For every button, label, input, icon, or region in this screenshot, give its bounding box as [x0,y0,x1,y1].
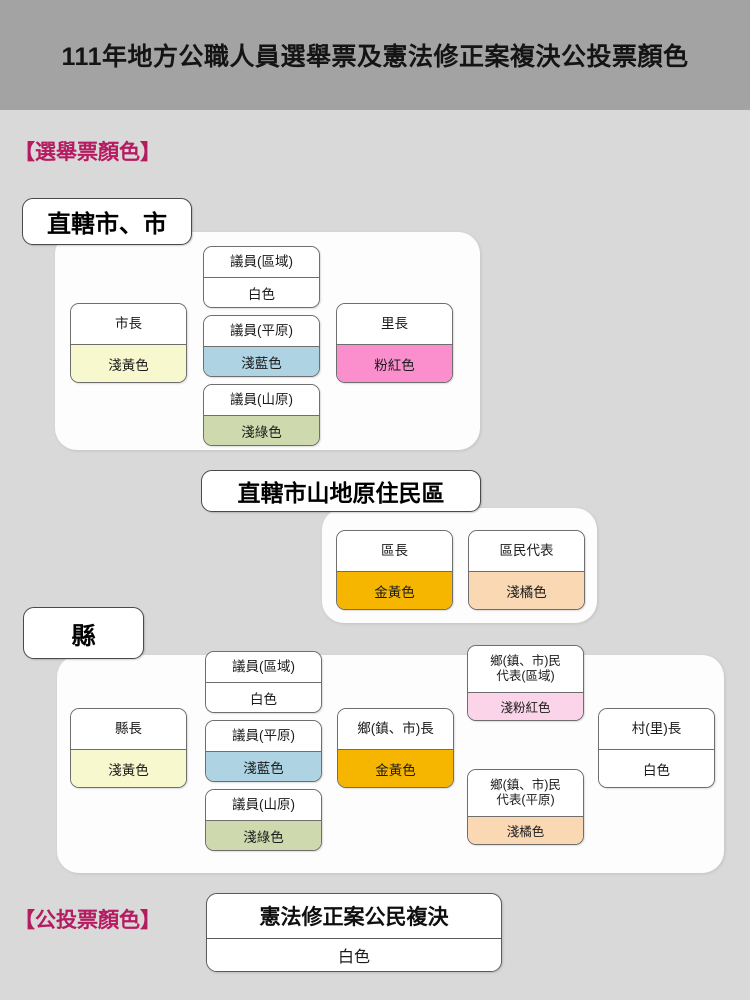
section-heading-ballot: 【選舉票顏色】 [14,141,161,164]
card-county-councilor-plains[interactable]: 議員(平原) 淺藍色 [205,720,322,782]
referendum-title: 憲法修正案公民複決 [259,906,449,929]
card-councilor-mountain[interactable]: 議員(山原) 淺綠色 [203,384,320,446]
card-color-swatch: 淺綠色 [204,415,319,445]
card-color-swatch: 白色 [204,277,319,307]
group-label-municipality: 直轄市、市 [22,198,192,245]
card-color-swatch: 淺黃色 [71,344,186,382]
card-title: 議員(平原) [204,316,319,346]
card-title: 區民代表 [469,531,584,571]
card-title: 議員(區域) [204,247,319,277]
card-county-magistrate[interactable]: 縣長 淺黃色 [70,708,187,788]
group-label-county: 縣 [23,607,144,659]
card-village-chief-rural[interactable]: 村(里)長 白色 [598,708,715,788]
card-color-label: 淺綠色 [243,829,284,845]
card-color-swatch: 白色 [206,682,321,712]
section-heading-referendum: 【公投票顏色】 [14,909,161,932]
card-color-swatch: 金黃色 [338,749,453,787]
card-color-swatch: 淺橘色 [469,571,584,609]
card-township-representative-district[interactable]: 鄉(鎮、市)民 代表(區域) 淺粉紅色 [467,645,584,721]
card-county-councilor-district[interactable]: 議員(區域) 白色 [205,651,322,713]
card-color-swatch: 淺黃色 [71,749,186,787]
card-title: 里長 [337,304,452,344]
card-color-label: 淺藍色 [241,355,282,371]
page-title: 111年地方公職人員選舉票及憲法修正案複決公投票顏色 [61,43,689,71]
card-councilor-district[interactable]: 議員(區域) 白色 [203,246,320,308]
card-color-label: 淺橘色 [506,825,545,839]
card-title: 議員(山原) [206,790,321,820]
card-title: 村(里)長 [599,709,714,749]
card-title: 區長 [337,531,452,571]
card-color-label: 淺黃色 [108,762,149,778]
card-color-label: 粉紅色 [374,357,415,373]
referendum-color-label: 白色 [337,949,370,966]
card-color-swatch: 白色 [599,749,714,787]
card-village-chief-urban[interactable]: 里長 粉紅色 [336,303,453,383]
card-color-swatch: 粉紅色 [337,344,452,382]
card-color-swatch: 淺粉紅色 [468,692,583,720]
referendum-color-swatch: 白色 [207,938,501,971]
card-color-label: 白色 [643,762,670,778]
card-color-swatch: 淺綠色 [206,820,321,850]
card-color-label: 金黃色 [374,584,415,600]
card-color-swatch: 淺藍色 [206,751,321,781]
card-color-swatch: 淺藍色 [204,346,319,376]
card-councilor-plains[interactable]: 議員(平原) 淺藍色 [203,315,320,377]
card-title: 縣長 [71,709,186,749]
card-color-swatch: 淺橘色 [468,816,583,844]
card-color-label: 淺橘色 [506,584,547,600]
card-title: 議員(區域) [206,652,321,682]
card-color-label: 淺粉紅色 [500,701,551,715]
card-title: 市長 [71,304,186,344]
card-color-label: 淺藍色 [243,760,284,776]
card-title: 鄉(鎮、市)民 代表(平原) [468,770,583,816]
card-color-label: 淺綠色 [241,424,282,440]
group-label-indigenous-district: 直轄市山地原住民區 [201,470,481,512]
group-label-indigenous-district-text: 直轄市山地原住民區 [237,480,445,506]
group-label-municipality-text: 直轄市、市 [47,211,167,238]
card-county-councilor-mountain[interactable]: 議員(山原) 淺綠色 [205,789,322,851]
page-header: 111年地方公職人員選舉票及憲法修正案複決公投票顏色 [0,0,750,110]
card-color-label: 白色 [248,286,275,302]
card-constitutional-referendum[interactable]: 憲法修正案公民複決 白色 [206,893,502,972]
card-title: 鄉(鎮、市)民 代表(區域) [468,646,583,692]
card-district-representative[interactable]: 區民代表 淺橘色 [468,530,585,610]
card-mayor[interactable]: 市長 淺黃色 [70,303,187,383]
card-district-chief[interactable]: 區長 金黃色 [336,530,453,610]
card-township-chief[interactable]: 鄉(鎮、市)長 金黃色 [337,708,454,788]
card-title: 鄉(鎮、市)長 [338,709,453,749]
card-color-label: 白色 [250,691,277,707]
card-color-label: 淺黃色 [108,357,149,373]
card-title: 議員(平原) [206,721,321,751]
card-color-swatch: 金黃色 [337,571,452,609]
card-township-representative-plains[interactable]: 鄉(鎮、市)民 代表(平原) 淺橘色 [467,769,584,845]
card-title: 議員(山原) [204,385,319,415]
group-label-county-text: 縣 [71,622,96,650]
card-color-label: 金黃色 [375,762,416,778]
